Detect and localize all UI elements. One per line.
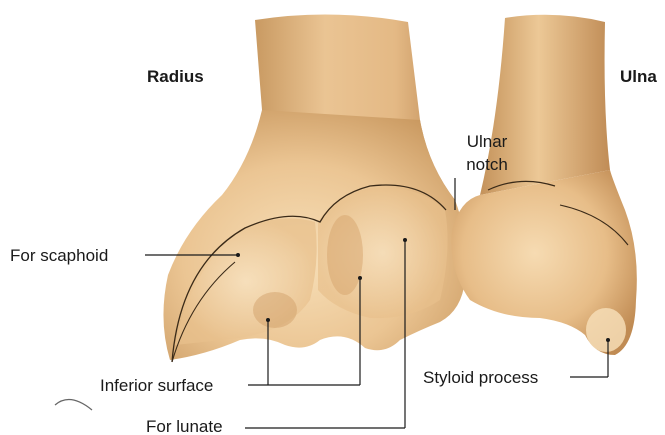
ulna-styloid-tip (586, 308, 626, 352)
ulna-bone (451, 15, 636, 355)
label-radius: Radius (147, 67, 204, 86)
label-inferior-surface: Inferior surface (100, 376, 213, 395)
label-styloid-process: Styloid process (423, 368, 538, 387)
label-ulnar-notch-2: notch (466, 155, 508, 174)
label-for-lunate: For lunate (146, 417, 223, 435)
radius-bone (163, 14, 466, 362)
label-ulna: Ulna (620, 67, 657, 86)
label-for-scaphoid: For scaphoid (10, 246, 108, 265)
label-ulnar-notch-1: Ulnar (467, 132, 508, 151)
orientation-arc (55, 400, 92, 410)
